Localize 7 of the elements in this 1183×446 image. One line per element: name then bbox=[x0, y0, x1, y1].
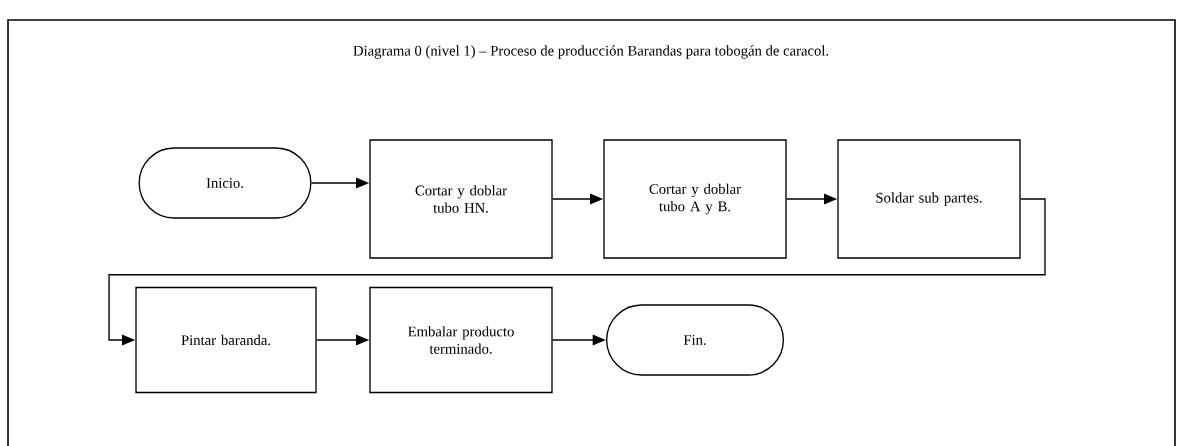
process-box: Cortar y doblar tubo HN. bbox=[369, 139, 553, 259]
process-box: Soldar sub partes. bbox=[837, 139, 1021, 259]
process-box: Embalar producto terminado. bbox=[369, 286, 553, 394]
arrow bbox=[108, 198, 1046, 346]
title: Diagrama 0 (nivel 1) – Proceso de producción Barandas para tobogán de caracol. bbox=[353, 45, 829, 59]
process-box: Pintar baranda. bbox=[135, 286, 317, 394]
process-box: Cortar y doblar tubo A y B. bbox=[603, 139, 787, 259]
